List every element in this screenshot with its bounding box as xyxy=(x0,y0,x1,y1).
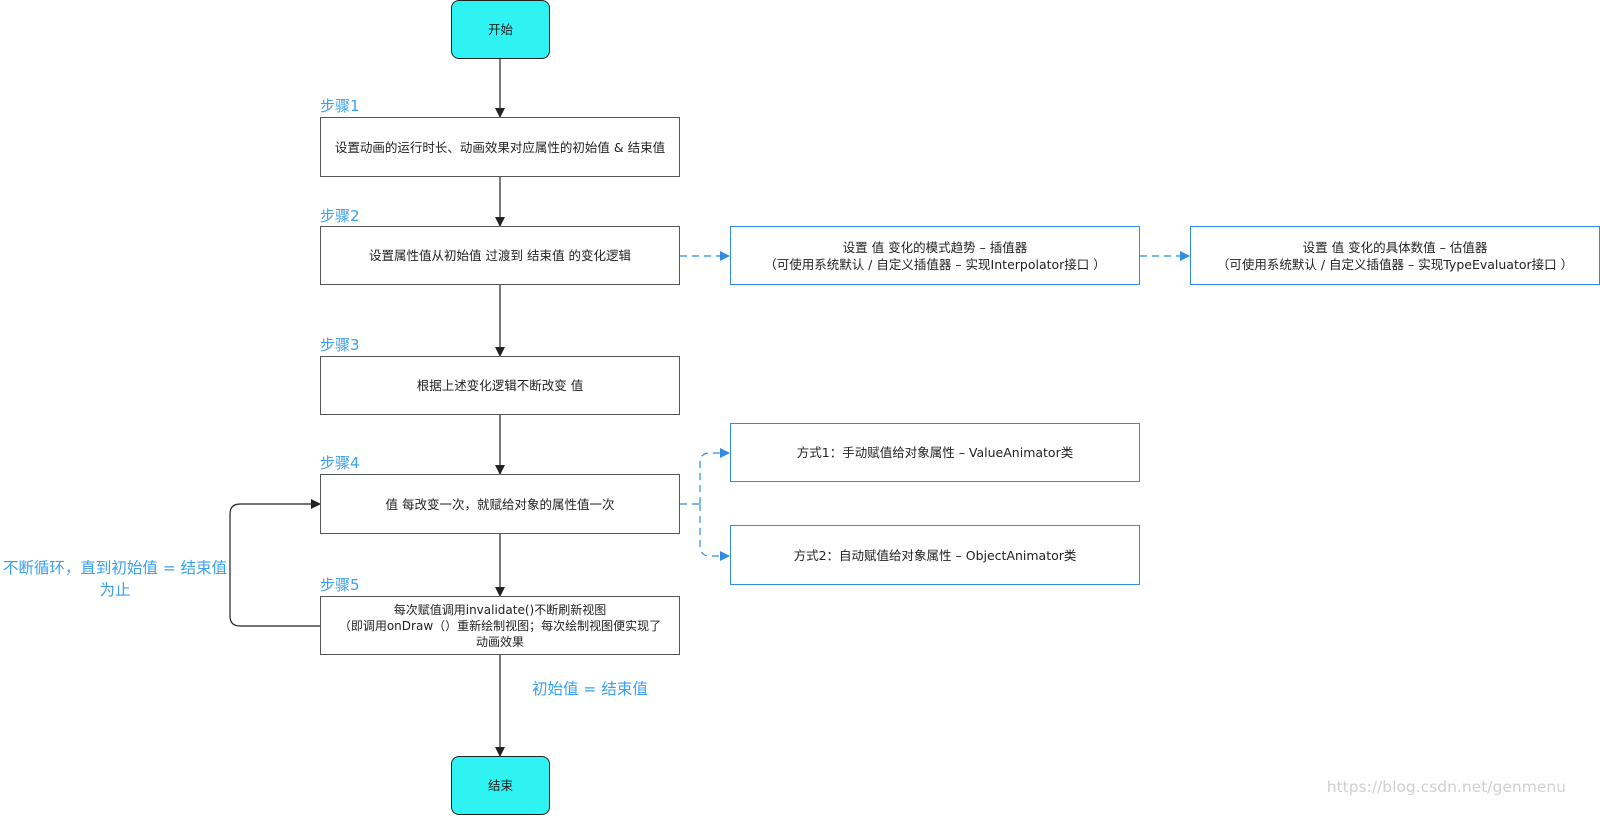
step-4-box: 值 每改变一次，就赋给对象的属性值一次 xyxy=(320,474,680,534)
evaluator-text: 设置 值 变化的具体数值 – 估值器 （可使用系统默认 / 自定义插值器 – 实… xyxy=(1216,239,1574,272)
interpolator-text: 设置 值 变化的模式趋势 – 插值器 （可使用系统默认 / 自定义插值器 – 实… xyxy=(764,239,1106,272)
edge-loop-back xyxy=(229,499,321,627)
step-4-text: 值 每改变一次，就赋给对象的属性值一次 xyxy=(385,496,615,512)
start-node: 开始 xyxy=(451,0,550,59)
interpolator-box: 设置 值 变化的模式趋势 – 插值器 （可使用系统默认 / 自定义插值器 – 实… xyxy=(730,226,1140,285)
evaluator-box: 设置 值 变化的具体数值 – 估值器 （可使用系统默认 / 自定义插值器 – 实… xyxy=(1190,226,1600,285)
step-5-text: 每次赋值调用invalidate()不断刷新视图 （即调用onDraw（）重新绘… xyxy=(338,602,662,649)
end-node-label: 结束 xyxy=(487,778,513,793)
mode-2-text: 方式2：自动赋值给对象属性 – ObjectAnimator类 xyxy=(793,547,1077,563)
step-5-box: 每次赋值调用invalidate()不断刷新视图 （即调用onDraw（）重新绘… xyxy=(320,596,680,655)
edge-step4-branch xyxy=(680,452,729,557)
watermark: https://blog.csdn.net/genmenu xyxy=(1326,778,1566,796)
step-2-box: 设置属性值从初始值 过渡到 结束值 的变化逻辑 xyxy=(320,226,680,285)
step-2-text: 设置属性值从初始值 过渡到 结束值 的变化逻辑 xyxy=(369,248,631,263)
exit-annotation: 初始值 = 结束值 xyxy=(532,680,648,698)
step-3-label: 步骤3 xyxy=(320,336,360,354)
step-5-label: 步骤5 xyxy=(320,576,360,594)
step-3-box: 根据上述变化逻辑不断改变 值 xyxy=(320,356,680,415)
step-1-label: 步骤1 xyxy=(320,97,360,115)
step-1-text: 设置动画的运行时长、动画效果对应属性的初始值 & 结束值 xyxy=(334,139,666,155)
step-2-label: 步骤2 xyxy=(320,207,360,225)
mode-1-text: 方式1：手动赋值给对象属性 – ValueAnimator类 xyxy=(796,445,1074,460)
start-node-label: 开始 xyxy=(487,22,513,37)
loop-annotation: 不断循环，直到初始值 = 结束值 为止 xyxy=(2,559,228,599)
mode-2-box: 方式2：自动赋值给对象属性 – ObjectAnimator类 xyxy=(730,525,1140,585)
end-node: 结束 xyxy=(451,756,550,815)
mode-1-box: 方式1：手动赋值给对象属性 – ValueAnimator类 xyxy=(730,423,1140,482)
step-4-label: 步骤4 xyxy=(320,454,360,472)
step-3-text: 根据上述变化逻辑不断改变 值 xyxy=(416,378,584,393)
step-1-box: 设置动画的运行时长、动画效果对应属性的初始值 & 结束值 xyxy=(320,117,680,177)
